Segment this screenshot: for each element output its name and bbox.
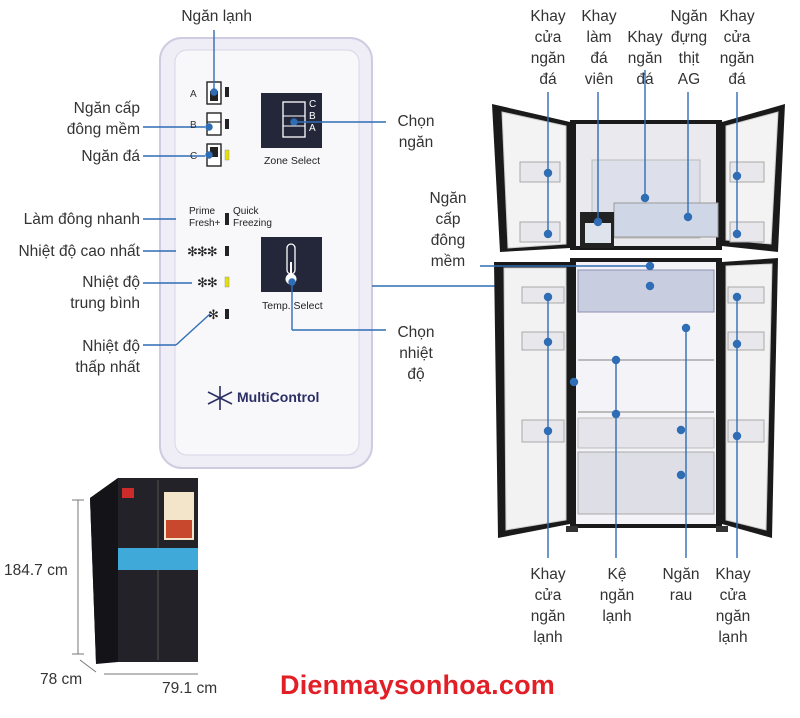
multicontrol-logo: MultiControl — [237, 389, 320, 405]
callout-ngan-dung-thit-ag: Ngăn đựng thịt AG — [670, 8, 708, 88]
zone-select-letter-c: C — [309, 99, 317, 110]
callout-khay-cua-ngan-lanh-right: Khay cửa ngăn lạnh — [715, 566, 751, 646]
prime-fresh-label: Prime Fresh+ — [189, 206, 221, 229]
dimension-lines — [72, 499, 198, 675]
callout-ke-ngan-lanh: Kệ ngăn lạnh — [599, 566, 635, 625]
closed-refrigerator — [90, 478, 198, 664]
zone-select-letter-a: A — [309, 123, 316, 134]
temp-level-high: ✻✻✻ — [187, 244, 218, 259]
zone-select-label: Zone Select — [263, 155, 321, 167]
control-panel — [159, 37, 373, 469]
callout-nhiet-do-cao-nhat: Nhiệt độ cao nhất — [18, 243, 140, 260]
dimension-width: 79.1 cm — [162, 680, 218, 697]
callout-ngan-rau: Ngăn rau — [662, 566, 700, 604]
dimension-height: 184.7 cm — [4, 562, 68, 579]
callout-khay-cua-ngan-da-left: Khay cửa ngăn đá — [530, 8, 566, 88]
callout-ngan-lanh: Ngăn lạnh — [181, 8, 252, 25]
temp-level-low: ✻ — [208, 307, 219, 322]
callout-ngan-cap-dong-mem: Ngăn cấp đông mềm — [66, 100, 140, 138]
brand-watermark: Dienmaysonhoa.com — [280, 670, 555, 700]
zone-select-letter-b: B — [309, 111, 316, 122]
fridge-callout-lines — [480, 70, 742, 558]
callout-nhiet-do-trung-binh: Nhiệt độ trung bình — [70, 274, 140, 312]
callout-khay-lam-da-vien: Khay làm đá viên — [581, 8, 617, 88]
callout-ngan-da: Ngăn đá — [81, 148, 140, 165]
callout-khay-ngan-da: Khay ngăn đá — [627, 29, 663, 88]
dimension-depth: 78 cm — [40, 671, 83, 688]
zone-letter-c: C — [190, 151, 198, 162]
zone-letter-b: B — [190, 120, 197, 131]
temp-select-label: Temp. Select — [262, 300, 323, 312]
open-refrigerator — [492, 104, 785, 538]
zone-letter-a: A — [190, 89, 197, 100]
callout-lam-dong-nhanh: Làm đông nhanh — [23, 211, 140, 228]
temp-level-mid: ✻✻ — [197, 275, 218, 290]
quick-freezing-label: Quick Freezing — [233, 206, 272, 229]
callout-chon-nhiet-do: Chọn nhiệt độ — [397, 324, 435, 383]
callout-ngan-cap-dong-mem-fridge: Ngăn cấp đông mềm — [429, 190, 467, 270]
snowflake-icon — [207, 386, 233, 410]
callout-khay-cua-ngan-da-right: Khay cửa ngăn đá — [719, 8, 755, 88]
callout-khay-cua-ngan-lanh-left: Khay cửa ngăn lạnh — [530, 566, 566, 646]
callout-nhiet-do-thap-nhat: Nhiệt độ thấp nhất — [75, 338, 140, 376]
callout-chon-ngan: Chọn ngăn — [397, 113, 435, 151]
